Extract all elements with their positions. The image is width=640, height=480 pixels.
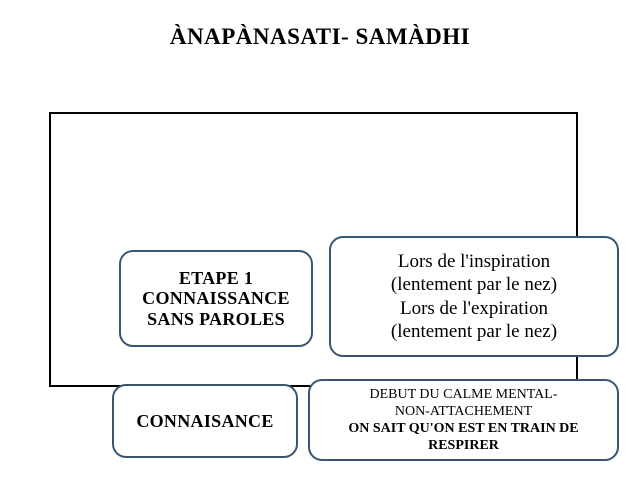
diagram-box-etape1-text: ETAPE 1 CONNAISSANCE SANS PAROLES — [138, 268, 294, 328]
diagram-box-calme: DEBUT DU CALME MENTAL- NON-ATTACHEMENT O… — [308, 379, 619, 461]
diagram-outer-frame: ETAPE 1 CONNAISSANCE SANS PAROLES Lors d… — [49, 112, 619, 461]
diagram-box-breathing-line-2: (lentement par le nez) — [390, 274, 558, 296]
diagram-box-calme-line-1: DEBUT DU CALME MENTAL- — [369, 386, 558, 402]
diagram-box-calme-text: DEBUT DU CALME MENTAL- NON-ATTACHEMENT O… — [310, 386, 617, 454]
diagram-box-etape1: ETAPE 1 CONNAISSANCE SANS PAROLES — [119, 250, 313, 347]
diagram-box-breathing-line-3: Lors de l'expiration — [399, 297, 548, 319]
diagram-box-connaisance: CONNAISANCE — [112, 384, 298, 458]
diagram-box-etape1-line-3: SANS PAROLES — [147, 308, 285, 329]
diagram-box-connaisance-line-1: CONNAISANCE — [136, 410, 274, 431]
diagram-box-etape1-line-1: ETAPE 1 — [178, 268, 254, 289]
diagram-box-breathing: Lors de l'inspiration (lentement par le … — [329, 236, 619, 357]
diagram-box-breathing-line-1: Lors de l'inspiration — [397, 251, 551, 273]
page-title: ÀNAPÀNASATI- SAMÀDHI — [169, 24, 471, 49]
diagram-box-connaisance-text: CONNAISANCE — [136, 411, 273, 431]
diagram-box-etape1-line-2: CONNAISSANCE — [142, 288, 290, 309]
diagram-box-breathing-text: Lors de l'inspiration (lentement par le … — [385, 250, 563, 343]
diagram-box-calme-line-3: ON SAIT QU'ON EST EN TRAIN DE RESPIRER — [348, 421, 579, 454]
diagram-box-calme-line-2: NON-ATTACHEMENT — [394, 403, 533, 419]
diagram-box-breathing-line-4: (lentement par le nez) — [390, 320, 558, 342]
